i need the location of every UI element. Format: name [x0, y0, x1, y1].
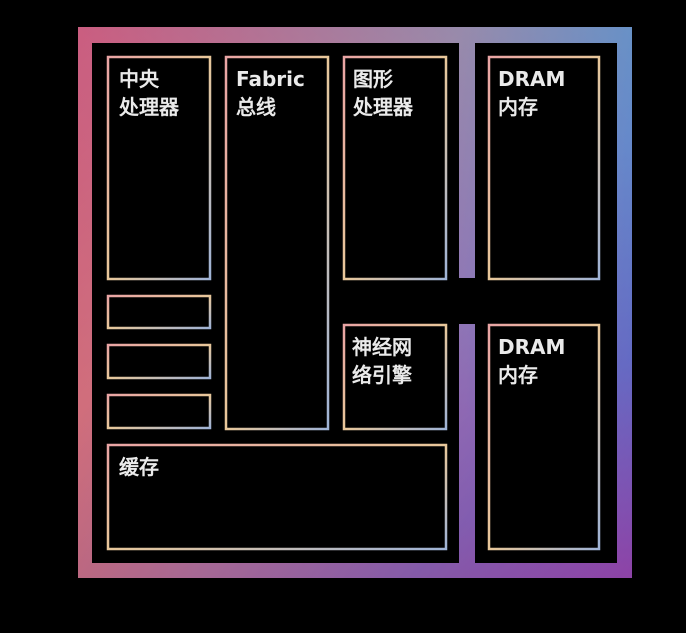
npu-label: 神经网 络引擎	[352, 335, 412, 387]
dram1-label: DRAM 内存	[498, 67, 566, 119]
soc-diagram: 中央 处理器 Fabric 总线 图形 处理器 DRAM 内存 神经网 络引擎 …	[78, 27, 632, 578]
dram2-block	[487, 323, 601, 551]
fabric-label: Fabric 总线	[236, 67, 305, 119]
soc-diagram-art	[78, 27, 632, 578]
gpu-label: 图形 处理器	[353, 67, 413, 119]
cache-block	[106, 443, 448, 551]
cpu-block	[106, 55, 212, 281]
cpu-label: 中央 处理器	[119, 67, 179, 119]
aux-block-1	[106, 294, 212, 330]
npu-block	[342, 323, 448, 431]
aux-block-2	[106, 343, 212, 380]
gpu-block	[342, 55, 448, 281]
dram2-label: DRAM 内存	[498, 335, 566, 387]
dram1-block	[487, 55, 601, 281]
cache-label: 缓存	[119, 455, 159, 479]
fabric-block	[224, 55, 330, 431]
aux-block-3	[106, 393, 212, 430]
